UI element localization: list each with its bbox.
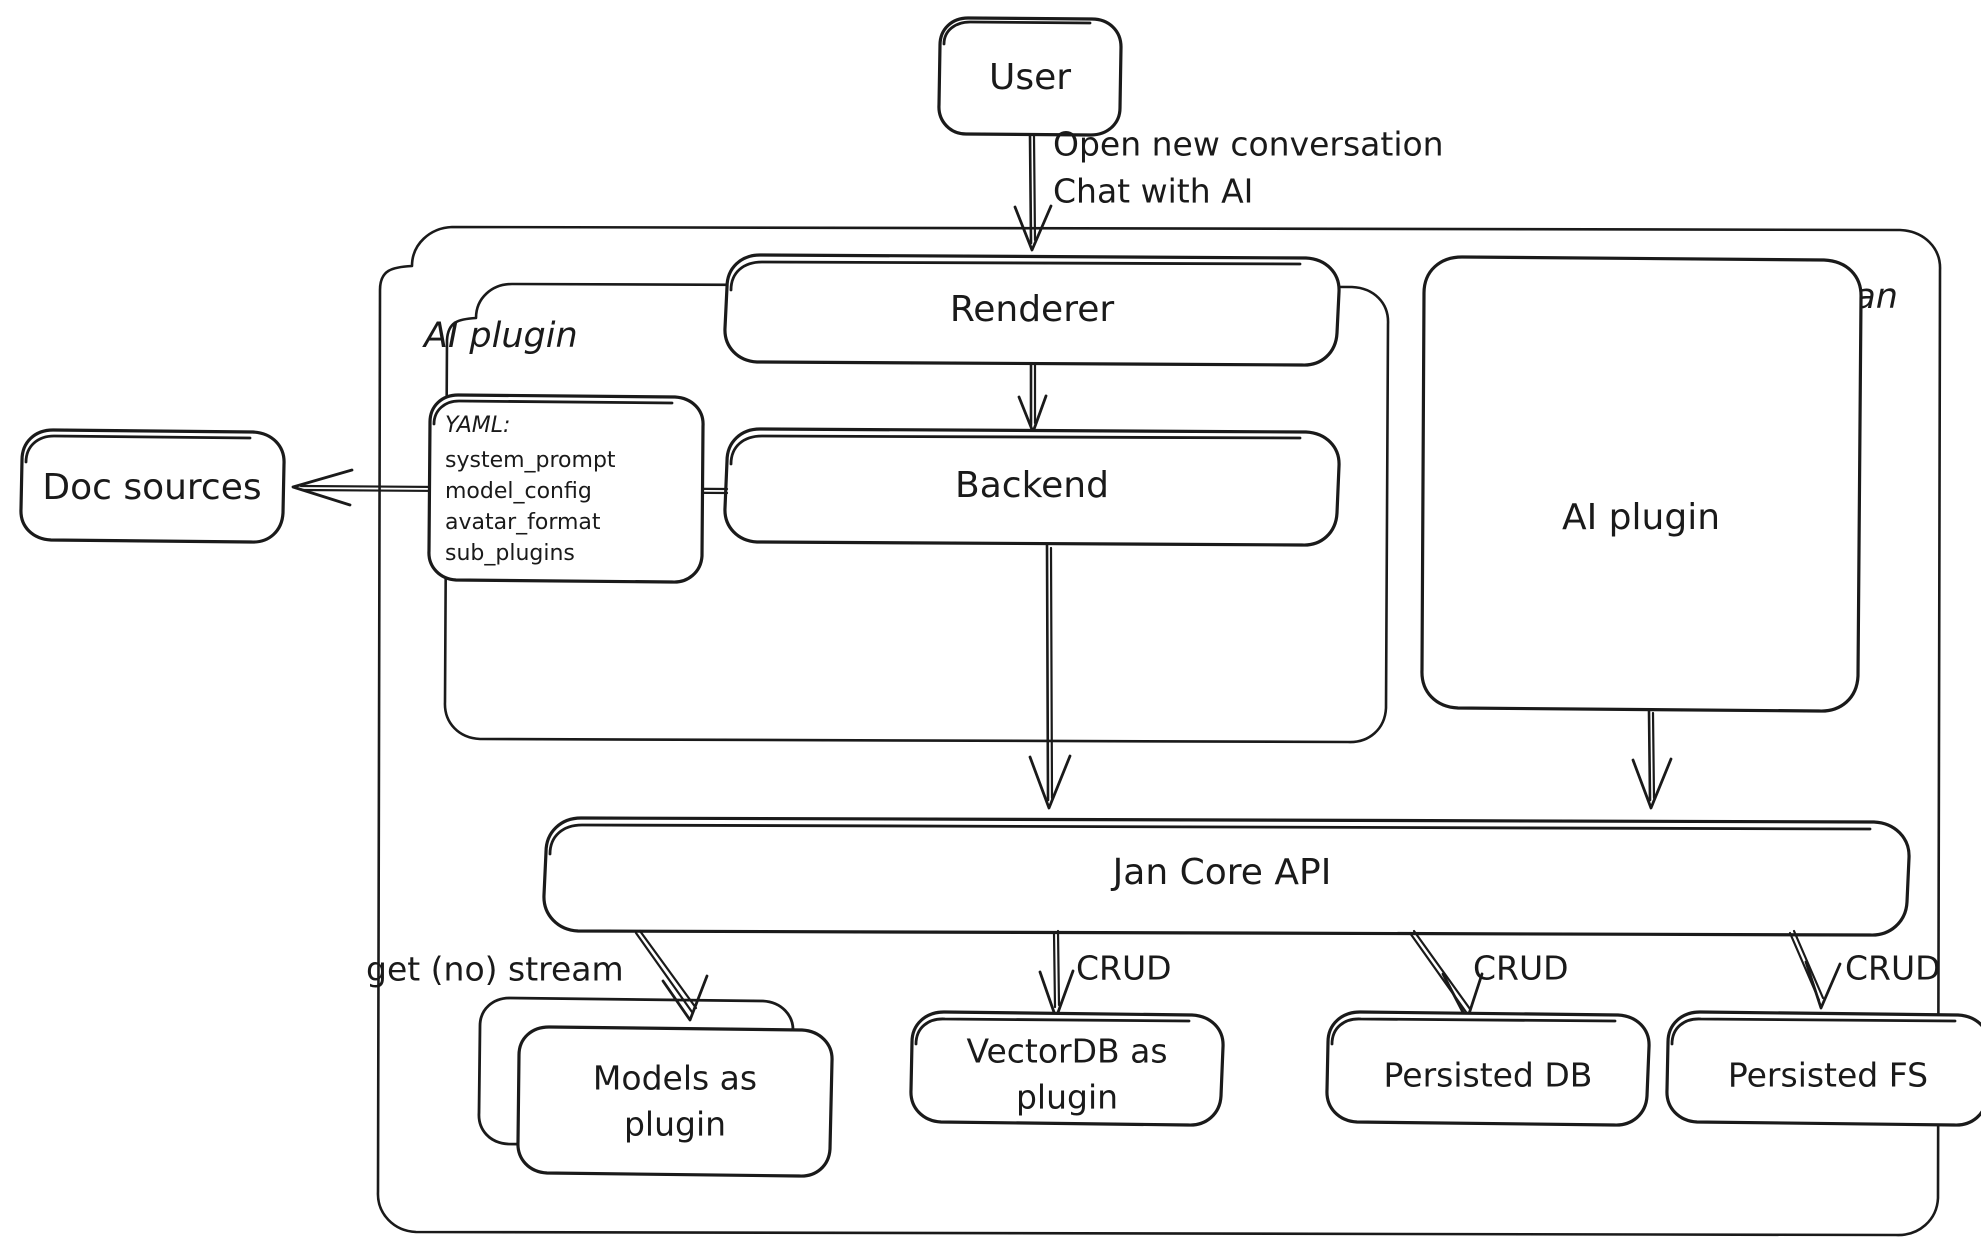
edge-core-to-models-line-2 xyxy=(638,929,698,1010)
yaml-note-item-1: model_config xyxy=(445,479,592,504)
node-renderer-label: Renderer xyxy=(950,289,1115,330)
node-persisted-db-label: Persisted DB xyxy=(1384,1056,1593,1095)
yaml-note-item-0: system_prompt xyxy=(445,448,616,473)
persisted-db-box xyxy=(1325,1010,1651,1127)
node-ai-plugin-right-label: AI plugin xyxy=(1562,497,1720,538)
jan-core-api-box-sketch-overlay xyxy=(548,823,1872,856)
persisted-fs-box xyxy=(1665,1010,1981,1127)
node-models-plugin-label-line2: plugin xyxy=(624,1105,726,1144)
yaml-note[interactable]: YAML: system_prompt model_config avatar_… xyxy=(427,393,705,584)
node-doc-sources-label: Doc sources xyxy=(42,467,261,508)
node-jan-core-api-label: Jan Core API xyxy=(1111,852,1332,893)
node-renderer[interactable]: Renderer xyxy=(723,253,1341,367)
edge-core-to-persisted-fs-label: CRUD xyxy=(1845,949,1941,988)
backend-box-sketch-overlay xyxy=(729,434,1302,466)
edge-ai-plugin-to-core-arrowhead xyxy=(1631,757,1673,810)
edge-renderer-to-backend-arrowhead xyxy=(1017,394,1048,434)
node-user[interactable]: User xyxy=(937,16,1123,137)
renderer-box xyxy=(723,253,1341,367)
group-ai-plugin[interactable]: AI plugin xyxy=(422,282,1390,744)
edge-core-to-models-arrowhead xyxy=(661,974,709,1022)
edge-core-to-models: get (no) stream xyxy=(366,929,709,1022)
vectordb-plugin-box-sketch-overlay xyxy=(914,1017,1191,1046)
doc-sources-box xyxy=(19,428,286,544)
edge-backend-to-core xyxy=(1028,543,1072,810)
node-vectordb-plugin[interactable]: VectorDB as plugin xyxy=(909,1010,1225,1127)
jan-container-outline xyxy=(376,225,1942,1237)
jan-core-api-box xyxy=(542,816,1911,937)
edge-core-to-vectordb-arrowhead xyxy=(1038,969,1075,1020)
node-vectordb-plugin-label-line1: VectorDB as xyxy=(966,1032,1167,1071)
yaml-note-box-sketch-overlay xyxy=(432,399,674,426)
edge-backend-to-core-line xyxy=(1045,543,1050,802)
edge-ai-plugin-to-core xyxy=(1631,709,1673,810)
renderer-box-sketch-overlay xyxy=(729,260,1302,292)
edge-core-to-vectordb: CRUD xyxy=(1038,929,1172,1020)
ai-plugin-container-outline xyxy=(443,282,1390,744)
edge-core-to-persisted-db-line-2 xyxy=(1412,929,1472,1011)
edge-core-to-vectordb-label: CRUD xyxy=(1076,949,1172,988)
backend-box xyxy=(723,427,1341,547)
edge-user-to-renderer-line-2 xyxy=(1032,134,1037,242)
models-plugin-box-front xyxy=(516,1025,834,1178)
edge-renderer-to-backend xyxy=(1017,362,1048,434)
edge-user-to-renderer-label-line1: Open new conversation xyxy=(1053,125,1444,164)
edge-core-to-persisted-fs-line-2 xyxy=(1792,929,1825,1000)
edge-backend-to-core-line-2 xyxy=(1049,546,1054,800)
node-models-plugin-label-line1: Models as xyxy=(593,1059,757,1098)
node-persisted-fs-label: Persisted FS xyxy=(1728,1056,1928,1095)
edge-backend-to-doc-sources-arrowhead xyxy=(291,468,354,507)
yaml-note-box xyxy=(427,393,705,584)
edge-core-to-models-label: get (no) stream xyxy=(366,950,624,989)
edge-user-to-renderer-line xyxy=(1028,133,1033,245)
ai-plugin-right-box xyxy=(1420,255,1863,713)
user-box-sketch-overlay xyxy=(942,20,1092,46)
group-ai-plugin-label: AI plugin xyxy=(422,316,578,356)
yaml-note-heading: YAML: xyxy=(445,413,510,438)
edge-core-to-persisted-db: CRUD xyxy=(1408,929,1569,1022)
edge-core-to-vectordb-line xyxy=(1052,931,1057,1009)
edge-core-to-vectordb-line-2 xyxy=(1056,929,1061,1007)
node-backend-label: Backend xyxy=(955,465,1109,506)
user-box xyxy=(937,16,1123,137)
edge-core-to-persisted-db-label: CRUD xyxy=(1473,949,1569,988)
node-models-plugin[interactable]: Models as plugin xyxy=(477,996,834,1178)
edge-core-to-persisted-fs: CRUD xyxy=(1788,929,1941,1010)
edge-ai-plugin-to-core-line xyxy=(1647,709,1652,802)
edge-user-to-renderer-label-line2: Chat with AI xyxy=(1053,172,1253,211)
edge-ai-plugin-to-core-line-2 xyxy=(1651,711,1656,800)
doc-sources-box-sketch-overlay xyxy=(24,434,252,464)
node-backend[interactable]: Backend xyxy=(723,427,1341,547)
edge-backend-to-core-arrowhead xyxy=(1028,754,1072,810)
yaml-note-item-2: avatar_format xyxy=(445,510,601,535)
yaml-note-item-3: sub_plugins xyxy=(445,541,575,566)
node-user-label: User xyxy=(989,57,1071,98)
node-vectordb-plugin-label-line2: plugin xyxy=(1016,1078,1118,1117)
edge-user-to-renderer: Open new conversation Chat with AI xyxy=(1013,125,1444,252)
edge-core-to-persisted-fs-arrowhead xyxy=(1804,960,1842,1010)
vectordb-plugin-box xyxy=(909,1010,1225,1127)
node-doc-sources[interactable]: Doc sources xyxy=(19,428,286,544)
edge-user-to-renderer-arrowhead xyxy=(1013,204,1053,252)
persisted-db-box-sketch-overlay xyxy=(1330,1017,1617,1046)
node-jan-core-api[interactable]: Jan Core API xyxy=(542,816,1911,937)
node-persisted-fs[interactable]: Persisted FS xyxy=(1665,1010,1981,1127)
persisted-fs-box-sketch-overlay xyxy=(1670,1017,1957,1046)
node-persisted-db[interactable]: Persisted DB xyxy=(1325,1010,1651,1127)
node-ai-plugin-right[interactable]: AI plugin xyxy=(1420,255,1863,713)
